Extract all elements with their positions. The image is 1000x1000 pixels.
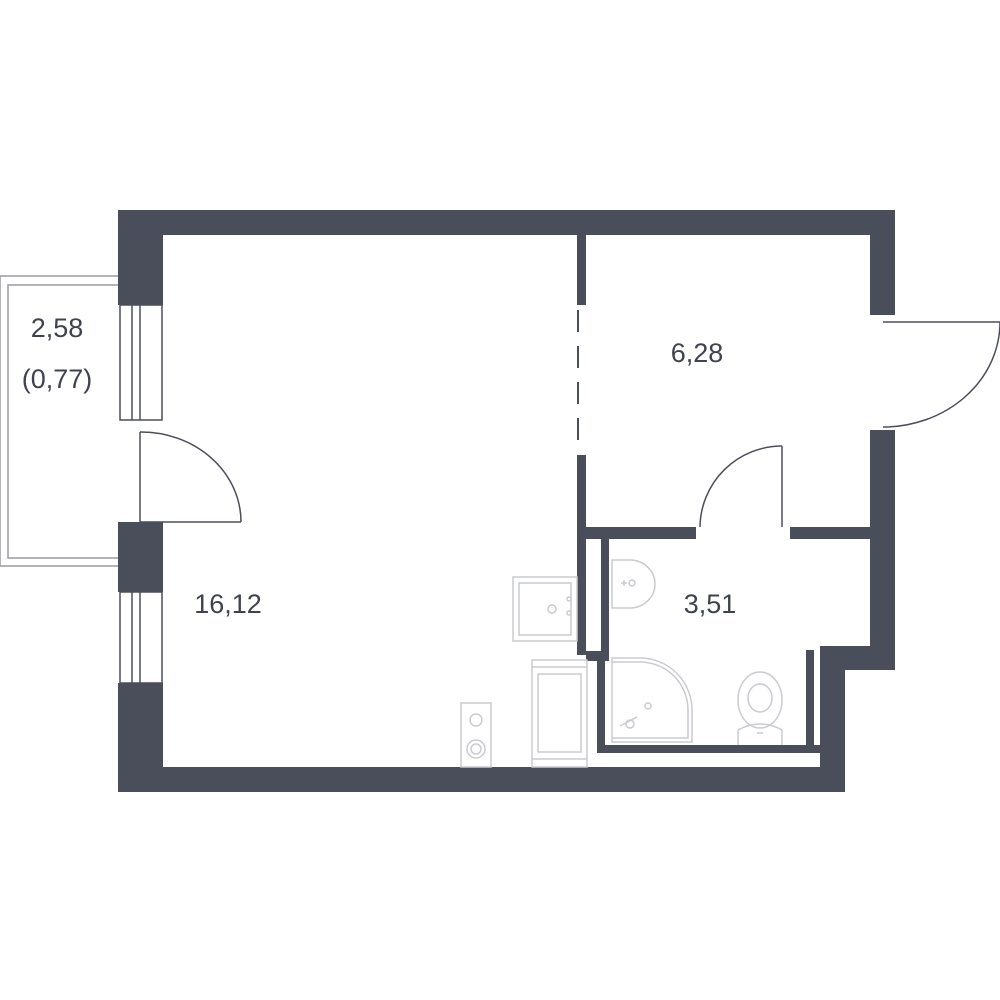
entrance-door (882, 321, 1000, 428)
wall-right-upper (870, 210, 895, 315)
bathroom-wall-left-inner (597, 655, 605, 753)
wall-left-top (118, 210, 163, 305)
bathroom-area-label: 3,51 (684, 589, 737, 619)
window-upper (119, 304, 163, 421)
bathroom-washbasin (611, 559, 656, 609)
partition-upper (577, 235, 586, 305)
washing-machine (460, 702, 492, 768)
balcony-area-label: 2,58 (31, 313, 84, 343)
bathroom-wall-bottom (597, 745, 820, 753)
wall-bottom (118, 767, 845, 792)
wall-left-bottom (118, 683, 163, 792)
window-lower (119, 591, 163, 684)
balcony (0, 275, 120, 567)
wall-right-lower (870, 430, 895, 670)
wall-top (118, 210, 895, 235)
bathroom-door (699, 445, 783, 528)
living-room-area-label: 16,12 (194, 589, 262, 619)
kitchen-stove (531, 659, 588, 768)
walls (118, 210, 895, 792)
balcony-door (139, 431, 242, 523)
wall-left-mid (118, 522, 163, 592)
partition-lower (577, 455, 586, 655)
hall-area-label: 6,28 (671, 338, 724, 368)
bathroom-wall-left-outer (601, 539, 609, 651)
bathroom-wall-top-left (586, 527, 696, 539)
bathroom-wall-top-right (790, 527, 870, 539)
bathroom-wall-right (806, 650, 814, 753)
shower-tray (611, 657, 693, 743)
balcony-reduced-area-label: (0,77) (22, 364, 93, 394)
kitchen-sink (512, 576, 578, 642)
toilet (737, 671, 783, 745)
